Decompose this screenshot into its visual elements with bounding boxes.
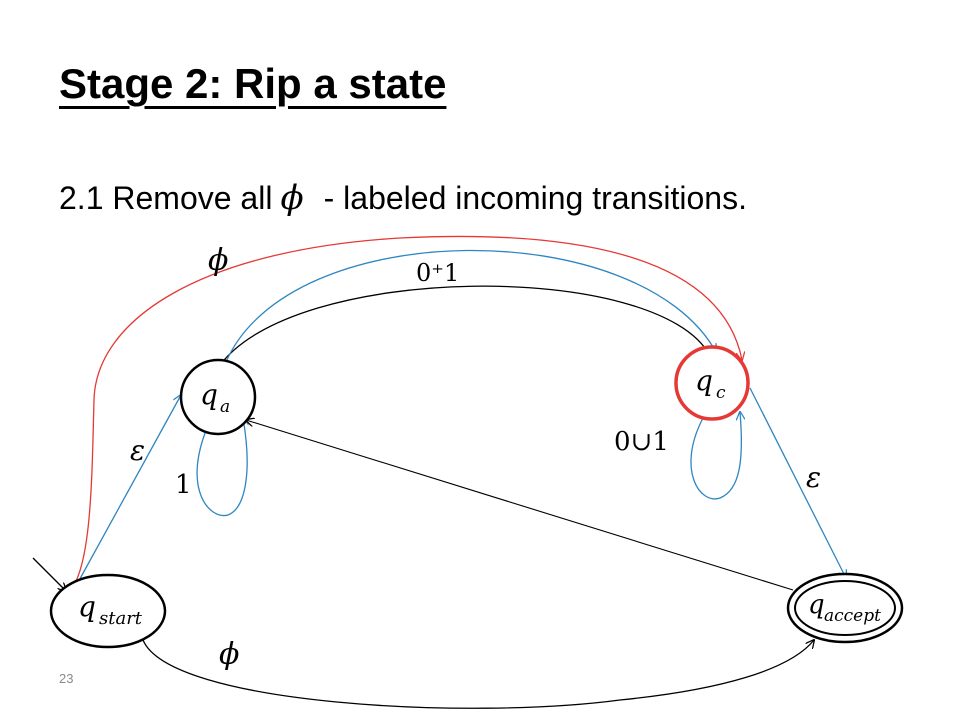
state-qaccept: q accept [786, 572, 904, 644]
state-qc: q c [674, 345, 750, 421]
slide-title: Stage 2: Rip a state [59, 60, 447, 107]
start-arrow [32, 557, 66, 591]
edge-qstart-qaccept-phi [142, 640, 814, 709]
label-one: 1 [175, 470, 192, 500]
edge-qstart-qa-epsilon [75, 395, 181, 587]
edge-qaccept-qa [246, 420, 794, 591]
state-qstart-symbol: q [78, 590, 96, 623]
edge-qa-self-loop [196, 418, 247, 517]
edge-qc-qaccept-epsilon [749, 387, 846, 578]
state-qaccept-subscript: accept [824, 606, 881, 626]
label-0plus1: 0⁺1 [416, 259, 459, 287]
state-qa-symbol: q [200, 378, 218, 411]
slide-number: 23 [59, 671, 74, 686]
state-qstart: q start [49, 573, 167, 649]
state-qstart-subscript: start [99, 608, 143, 629]
label-phi-top: ϕ [208, 243, 228, 278]
bullet-prefix: 2.1 Remove all [59, 180, 273, 216]
edge-qc-qa-0plus1 [218, 285, 711, 368]
label-0union1: 0∪1 [614, 427, 669, 457]
label-epsilon-right: ε [806, 461, 821, 494]
state-qaccept-symbol: q [808, 590, 825, 620]
state-qa-subscript: a [220, 397, 230, 417]
phi-symbol: ϕ [280, 178, 304, 218]
state-qc-symbol: q [695, 364, 713, 397]
label-epsilon-left: ε [130, 434, 145, 467]
state-qc-subscript: c [716, 383, 726, 403]
label-phi-bottom: ϕ [219, 637, 239, 672]
state-qa: q a [179, 358, 257, 436]
bullet-suffix: - labeled incoming transitions. [323, 180, 747, 216]
edge-qc-self-loop [690, 412, 741, 500]
edge-qstart-qc-phi [71, 235, 742, 589]
edge-qa-qc-blue [225, 249, 716, 363]
